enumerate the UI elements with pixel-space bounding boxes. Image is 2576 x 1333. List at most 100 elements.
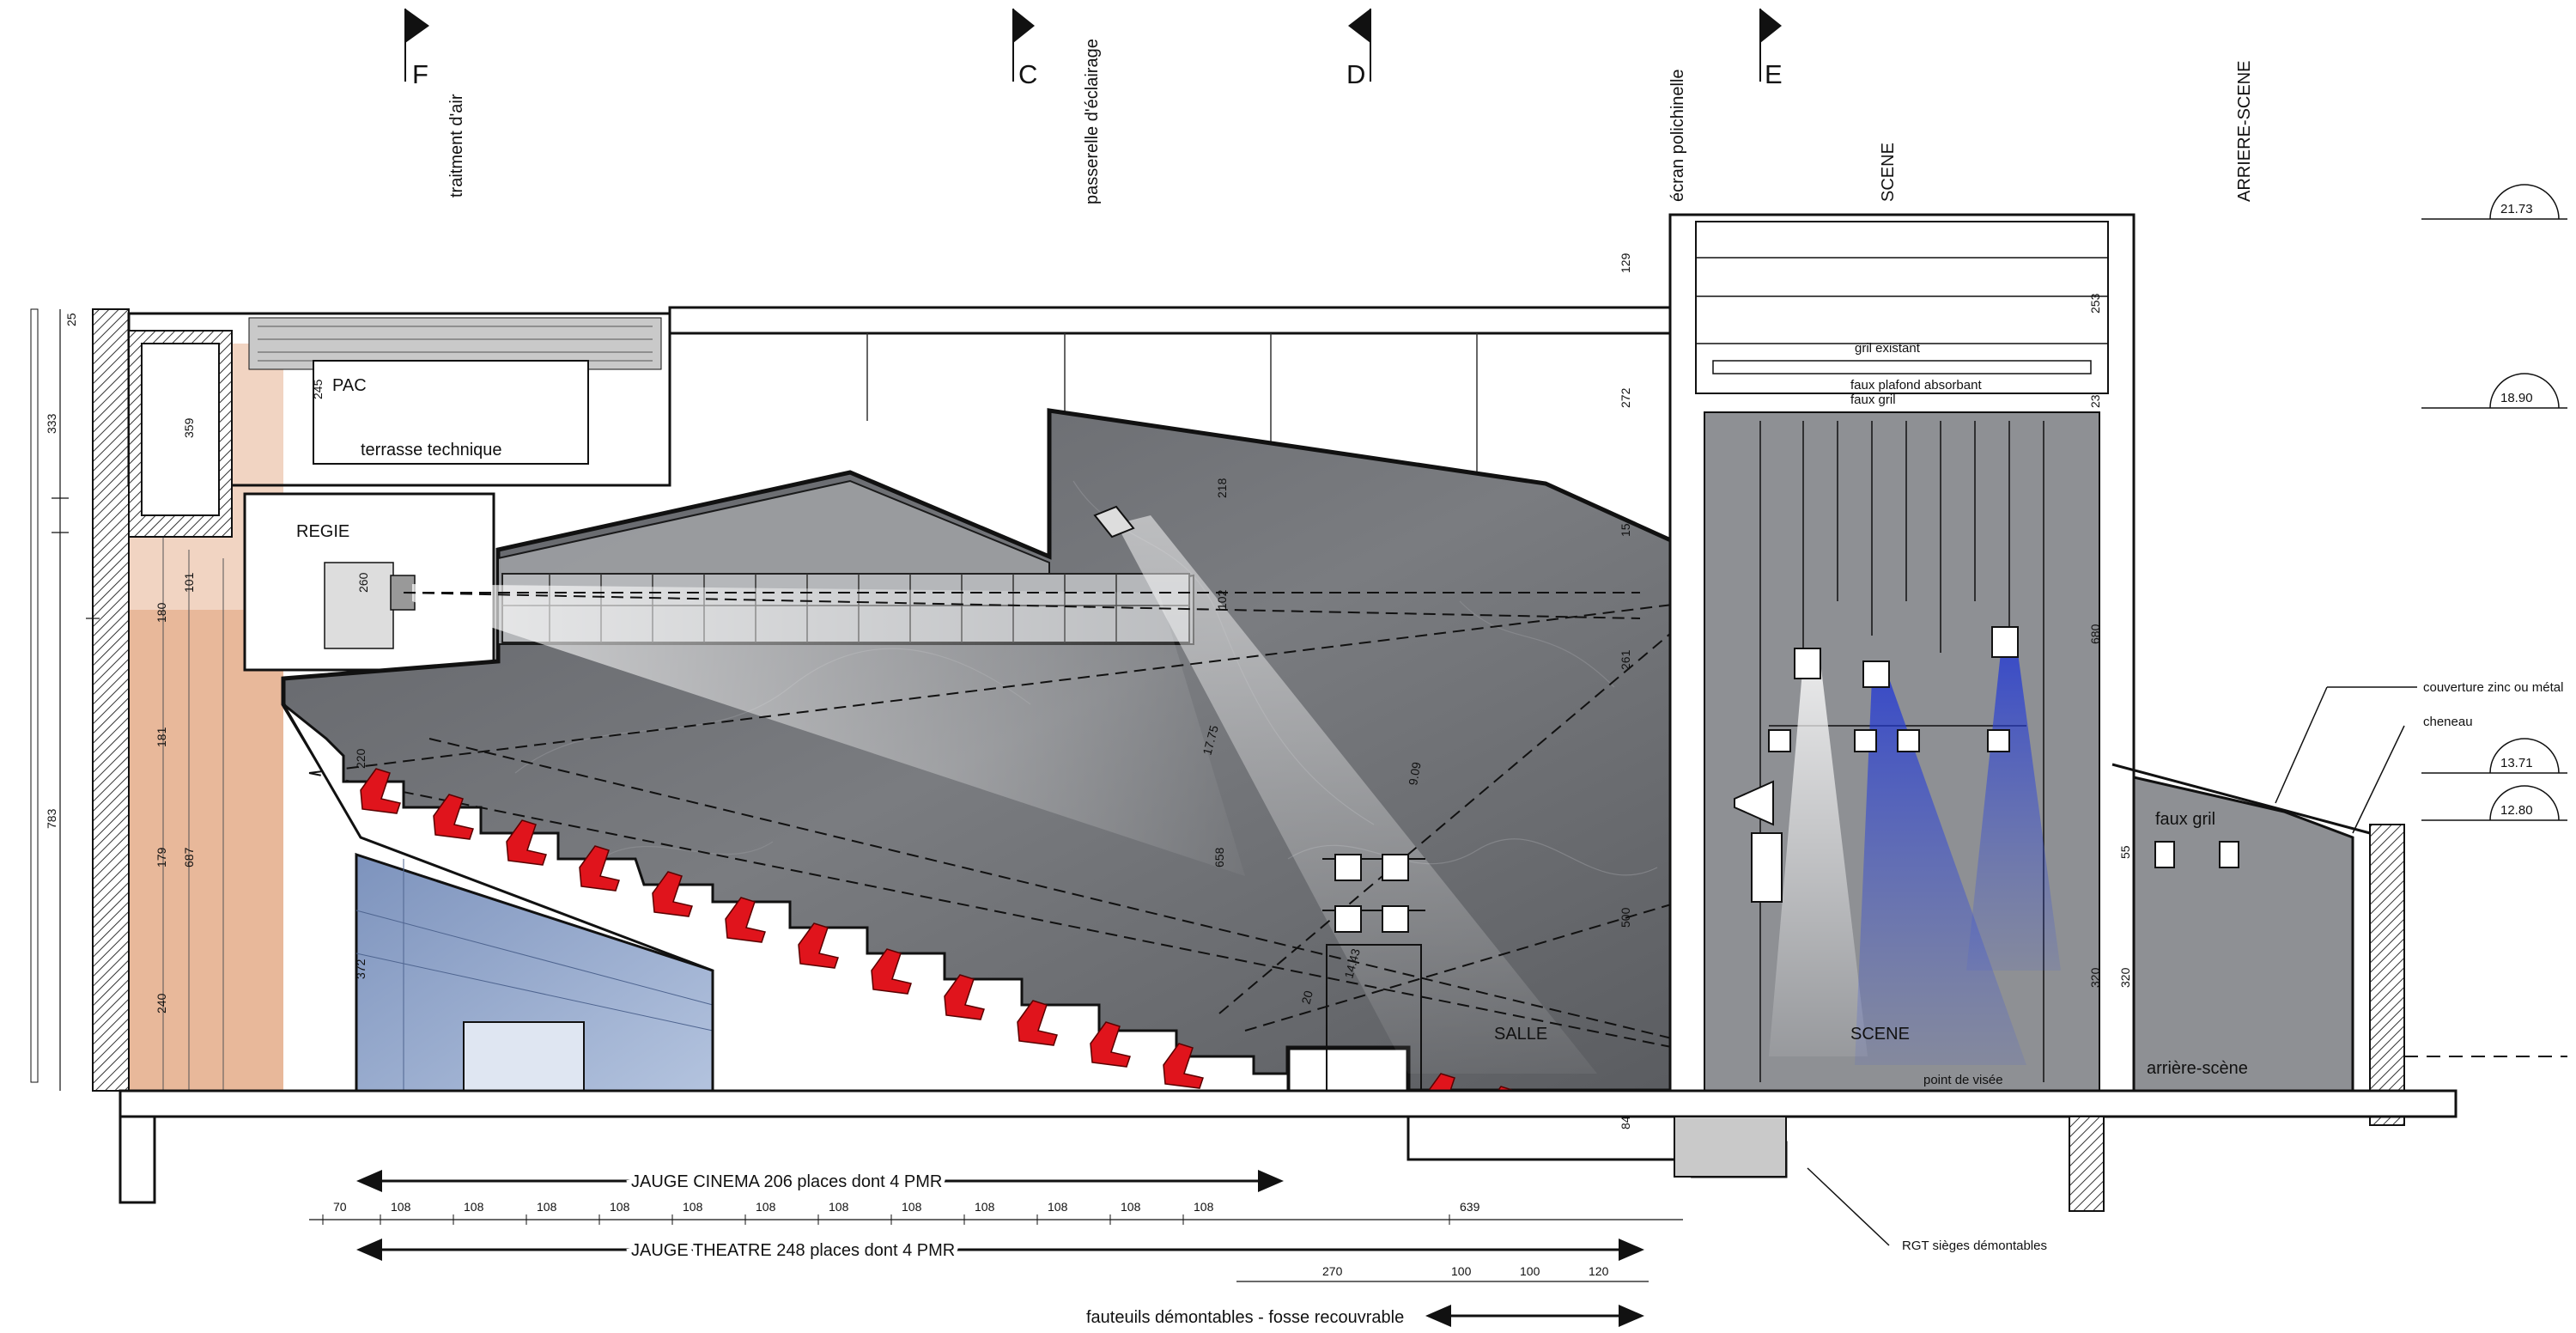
dim-179: 179 xyxy=(155,847,168,867)
spot-projector xyxy=(1093,505,1135,539)
left-dimensions xyxy=(52,309,100,1091)
spotlight xyxy=(1991,626,2019,658)
row-dimension: 108 xyxy=(610,1200,630,1214)
row-dimension: 70 xyxy=(333,1200,347,1214)
label-salle: SALLE xyxy=(1494,1025,1547,1044)
dim-25: 25 xyxy=(64,313,78,326)
stage-beam-blue-right xyxy=(1966,653,2061,971)
dim-260: 260 xyxy=(356,572,370,593)
dim-359: 359 xyxy=(182,417,196,438)
dim-261: 261 xyxy=(1619,649,1632,670)
label-faux-plafond: faux plafond absorbant xyxy=(1850,378,1982,393)
dim-333: 333 xyxy=(45,413,58,434)
dim-20: 20 xyxy=(1298,989,1315,1005)
axis-marker-e: E xyxy=(1759,9,1783,89)
theatre-capacity-arrow xyxy=(356,1239,1644,1261)
spotlight xyxy=(1854,729,1877,752)
dim-272: 272 xyxy=(1619,387,1632,408)
projector-beam-cinema xyxy=(412,584,1245,876)
row-dimension: 270 xyxy=(1322,1264,1343,1278)
dim-15: 15 xyxy=(1619,523,1632,537)
axis-label-d: D xyxy=(1346,59,1365,89)
level-text: 13.71 xyxy=(2500,756,2533,770)
axis-marker-d: D xyxy=(1346,9,1371,89)
seat xyxy=(944,974,985,1020)
label-point-visee: point de visée xyxy=(1923,1073,2003,1087)
label-fauteuils: fauteuils démontables - fosse recouvrabl… xyxy=(1086,1308,1404,1327)
level-marker-1890: 18.90 xyxy=(2421,373,2567,409)
dim-687: 687 xyxy=(182,847,196,867)
seat xyxy=(1090,1021,1131,1068)
dim-181: 181 xyxy=(155,727,168,747)
spotlight xyxy=(1987,729,2010,752)
label-regie: REGIE xyxy=(296,522,349,541)
roof-beam xyxy=(668,306,1695,335)
label-faux-gril-back: faux gril xyxy=(2155,810,2215,829)
dim-909: 9.09 xyxy=(1406,761,1424,787)
axis-marker-f: F xyxy=(404,9,429,89)
axis-label-c: C xyxy=(1018,59,1037,89)
label-traitement-air: traitment d'air xyxy=(447,94,466,198)
facade-structure xyxy=(92,308,130,1092)
axis-label-f: F xyxy=(412,59,428,89)
dim-180: 180 xyxy=(155,602,168,623)
backstage-volume xyxy=(2132,776,2354,1093)
level-marker-1371: 13.71 xyxy=(2421,738,2567,774)
spotlight xyxy=(1794,648,1821,679)
row-dimension: 108 xyxy=(975,1200,995,1214)
seat xyxy=(360,768,401,814)
row-dimension: 120 xyxy=(1589,1264,1609,1278)
row-dimension: 108 xyxy=(829,1200,849,1214)
spotlight xyxy=(2219,841,2239,868)
label-faux-gril: faux gril xyxy=(1850,393,1896,407)
row-dimension: 639 xyxy=(1460,1200,1480,1214)
dim-129: 129 xyxy=(1619,253,1632,273)
sight-lines xyxy=(308,592,1890,1092)
seat xyxy=(579,845,620,892)
dim-372: 372 xyxy=(354,959,368,979)
stage-beam-white xyxy=(1769,661,1868,1056)
cinema-capacity-arrow xyxy=(356,1170,1284,1192)
seat-storage xyxy=(1674,1116,1787,1178)
label-passerelle: passerelle d'éclairage xyxy=(1083,39,1102,204)
level-text: 12.80 xyxy=(2500,803,2533,818)
axis-label-e: E xyxy=(1765,59,1783,89)
row-dimension: 108 xyxy=(683,1200,703,1214)
pac-unit xyxy=(313,360,589,465)
spotlight xyxy=(1862,660,1890,688)
spot-beam-catwalk xyxy=(1116,515,1597,1074)
row-dimension: 108 xyxy=(464,1200,484,1214)
label-jauge-cinema: JAUGE CINEMA 206 places dont 4 PMR xyxy=(631,1172,942,1191)
row-dimension: 108 xyxy=(756,1200,776,1214)
label-scene-top: SCENE xyxy=(1879,143,1898,202)
dim-220: 220 xyxy=(354,748,368,769)
level-marker-2173: 21.73 xyxy=(2421,184,2567,220)
level-marker-1280: 12.80 xyxy=(2421,785,2567,821)
lobby-door xyxy=(463,1021,585,1092)
dim-102: 102 xyxy=(1215,589,1229,610)
row-dimension: 108 xyxy=(391,1200,411,1214)
label-pac: PAC xyxy=(332,376,367,395)
seat xyxy=(1017,1000,1058,1046)
dim-500: 500 xyxy=(1619,907,1632,928)
label-rgt: RGT sièges démontables xyxy=(1902,1239,2047,1253)
seat xyxy=(1163,1043,1204,1089)
row-dimension: 108 xyxy=(1121,1200,1141,1214)
row-dimension: 108 xyxy=(902,1200,922,1214)
label-scene: SCENE xyxy=(1850,1025,1910,1044)
spotlight xyxy=(1768,729,1791,752)
label-terrasse-technique: terrasse technique xyxy=(361,441,502,460)
row-dimension: 100 xyxy=(1520,1264,1540,1278)
label-arriere-scene-top: ARRIERE-SCENE xyxy=(2235,61,2254,202)
seat xyxy=(506,819,547,866)
spotlight xyxy=(1897,729,1920,752)
seat xyxy=(652,871,693,917)
row-dimension: 108 xyxy=(1194,1200,1214,1214)
level-text: 21.73 xyxy=(2500,202,2533,216)
dim-320-stage: 320 xyxy=(2088,967,2102,988)
dim-680: 680 xyxy=(2088,624,2102,644)
seat xyxy=(871,948,912,995)
fauteuils-arrow xyxy=(1425,1305,1644,1327)
stage-speaker xyxy=(1734,780,1783,903)
